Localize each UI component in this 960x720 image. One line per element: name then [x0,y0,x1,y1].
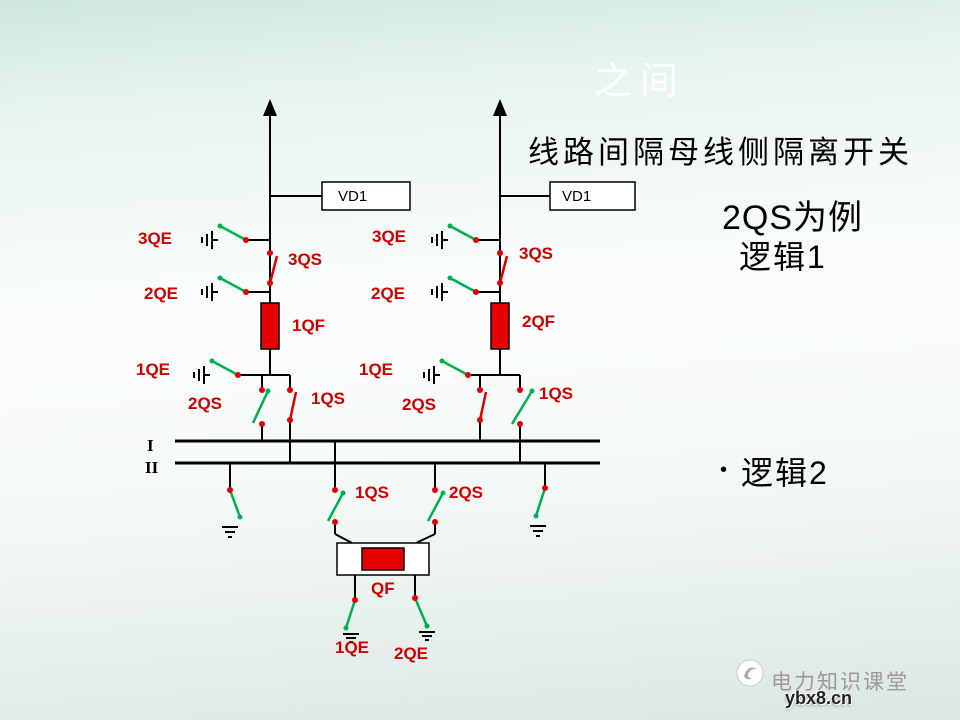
coupler-breaker-qf [361,547,405,571]
bay2-contact-dots [465,237,523,427]
coupler-switch-blades [228,487,547,629]
coupler-lines [229,441,546,600]
branding: 电力知识课堂 ybx8.cn [735,656,950,712]
bay2-earth-symbols [423,231,443,384]
bay2-label-2qf: 2QF [522,312,556,331]
bay2-vd1-box [549,181,636,211]
logic1-text: 逻辑1 [739,239,827,275]
bay1-line-arrow-icon [263,99,277,116]
slide-title: 线路间隔母线侧隔离开关 [528,135,913,170]
bay1-label-3qs: 3QS [288,250,323,269]
logic2-text: 逻辑2 [741,455,829,491]
watermark-text: 之间 [594,61,687,103]
bay1-earth-symbols [193,231,213,384]
coupler-label-1qs: 1QS [355,483,390,502]
bay1-switch-blades [211,224,270,424]
bay2-label-2qs: 2QS [402,395,437,414]
brand-name: 电力知识课堂 [771,671,909,694]
bay1-vd1-label: VD1 [338,188,368,205]
bay1-breaker-1qf [260,302,280,350]
bay2-label-3qs: 3QS [519,244,554,263]
coupler-earth-symbols [222,525,546,643]
coupler-label-1qe: 1QE [335,638,370,657]
bay1-label-2qs: 2QS [188,394,223,413]
bay1-label-3qe: 3QE [138,229,173,248]
bay2-label-3qe: 3QE [372,227,407,246]
bay1-label-1qs: 1QS [311,389,346,408]
slide-subtitle: 2QS为例 [722,199,864,237]
coupler-contact-dots [227,485,548,603]
bay2-line-arrow-icon [493,99,507,116]
bay1-contact-dots [235,237,293,427]
bay1-label-1qf: 1QF [292,316,326,335]
coupler-label-2qs: 2QS [449,483,484,502]
bay1-closed-switches [268,255,298,421]
bullet-icon: • [720,459,728,481]
bay2-label-1qs: 1QS [539,384,574,403]
bay1-blade-tip-dots [209,223,271,394]
bay1-label-2qe: 2QE [144,284,179,303]
bay1-feeder-lines [204,99,322,464]
brand-logo-icon [736,659,764,687]
bay2-switch-blades [441,224,534,425]
bay2-vd1-label: VD1 [562,188,592,205]
bay2-label-1qe: 1QE [359,360,394,379]
busbars [175,439,600,465]
coupler-label-2qe: 2QE [394,644,429,663]
coupler-blade-tip-dots [237,490,539,631]
coupler-label-qf: QF [371,579,395,598]
logic2-row: • 逻辑2 [720,448,829,494]
bay2-label-2qe: 2QE [371,284,406,303]
brand-site: ybx8.cn [785,688,853,708]
bay2-blade-tip-dots [439,223,535,394]
bay1-label-1qe: 1QE [136,360,171,379]
bus2-label: II [145,458,159,477]
bay1-vd1-box [321,181,411,211]
bay2-closed-switches [478,255,509,421]
bay2-breaker-2qf [490,302,510,350]
bus1-label: I [147,436,154,455]
